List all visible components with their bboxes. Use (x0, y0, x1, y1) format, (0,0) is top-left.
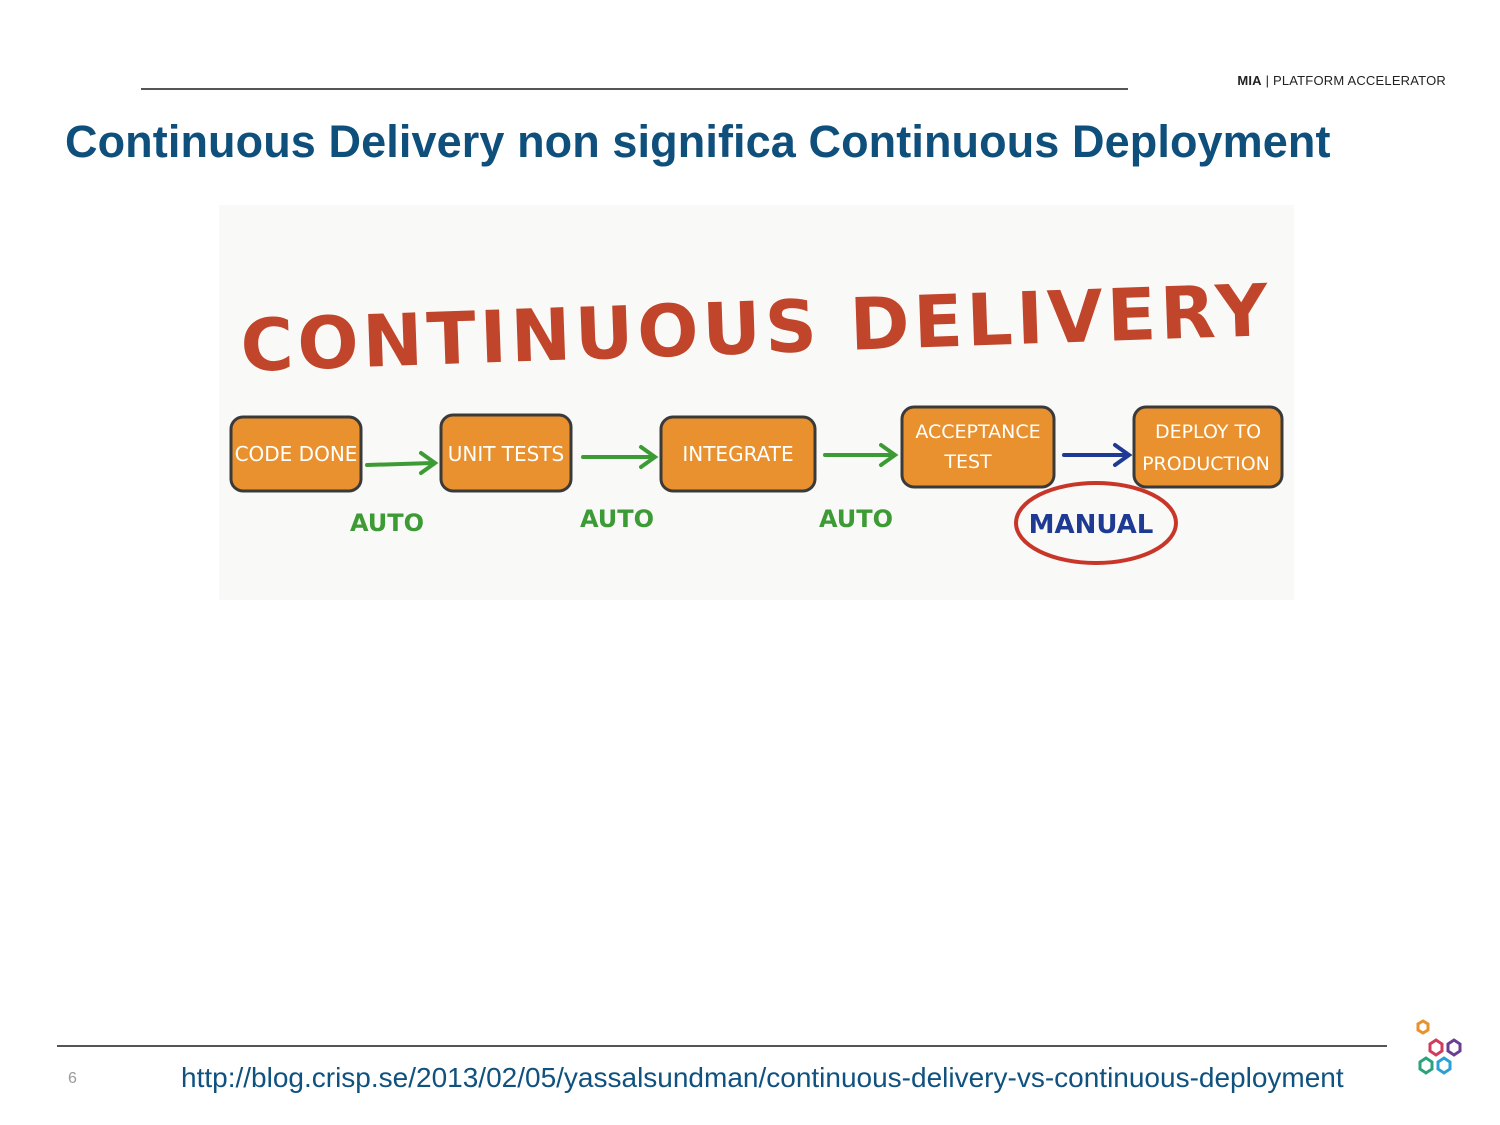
header-divider (141, 88, 1128, 90)
transition-label: AUTO (350, 509, 424, 537)
stage-label-line2: TEST (943, 451, 992, 473)
source-link[interactable]: http://blog.crisp.se/2013/02/05/yassalsu… (181, 1062, 1344, 1093)
transition-label-manual: MANUAL (1029, 510, 1154, 540)
transition-label: AUTO (580, 505, 654, 533)
stage-code-done: CODE DONE (229, 415, 363, 493)
slide-title: Continuous Delivery non significa Contin… (65, 116, 1331, 167)
brand-header: MIA | PLATFORM ACCELERATOR (1237, 73, 1446, 88)
footer-divider (57, 1045, 1387, 1047)
brand-tagline: PLATFORM ACCELERATOR (1272, 73, 1446, 88)
brand-separator: | (1265, 73, 1270, 88)
stage-integrate: INTEGRATE (659, 415, 817, 493)
stage-label: INTEGRATE (682, 442, 793, 466)
manual-arrow (1062, 443, 1133, 467)
hexagon-logo-icon (1416, 1019, 1462, 1075)
manual-circle (1014, 481, 1178, 565)
stage-label-line1: DEPLOY TO (1155, 421, 1261, 443)
transition-label: AUTO (819, 505, 893, 533)
page-number: 6 (68, 1070, 77, 1087)
auto-arrow-2 (581, 445, 659, 469)
stage-label: CODE DONE (235, 442, 358, 466)
stage-label: UNIT TESTS (448, 442, 565, 466)
stage-acceptance-test: ACCEPTANCE TEST (900, 405, 1056, 489)
auto-arrow-3 (823, 443, 899, 467)
illustration-heading: CONTINUOUS DELIVERY (239, 268, 1273, 388)
pipeline-diagram: CONTINUOUS DELIVERY CODE DONE UNIT TESTS… (229, 268, 1284, 565)
stage-label-line2: PRODUCTION (1142, 453, 1270, 475)
brand-name: MIA (1237, 73, 1262, 88)
stage-label-line1: ACCEPTANCE (915, 421, 1040, 443)
stage-deploy-to-production: DEPLOY TO PRODUCTION (1132, 405, 1284, 489)
stage-unit-tests: UNIT TESTS (439, 413, 573, 493)
continuous-delivery-illustration: CONTINUOUS DELIVERY CODE DONE UNIT TESTS… (219, 205, 1294, 600)
auto-arrow-1 (365, 451, 439, 475)
